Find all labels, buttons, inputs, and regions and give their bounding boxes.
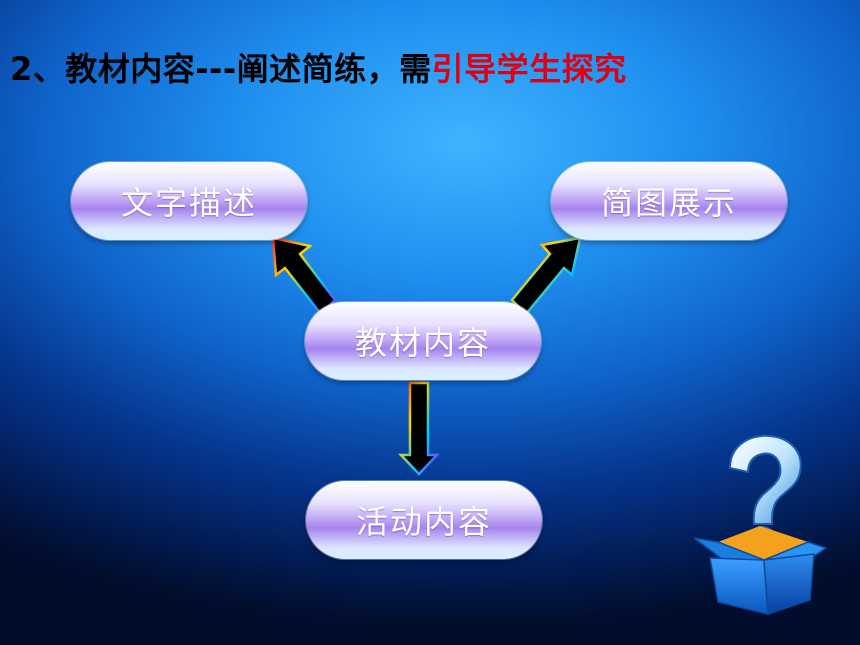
title-highlight: 引导学生探究	[431, 50, 627, 88]
title-prefix: 2、教材内容---阐述简练，需	[10, 50, 432, 88]
node-center-label: 教材内容	[354, 324, 491, 362]
slide-title: 2、教材内容---阐述简练，需引导学生探究	[10, 44, 627, 90]
node-center: 教材内容	[305, 302, 541, 380]
arrow-to-top-left	[271, 236, 337, 316]
node-top-left: 文字描述	[71, 162, 307, 240]
arrow-to-bottom	[398, 381, 440, 476]
node-bottom: 活动内容	[306, 481, 542, 559]
node-top-right-label: 简图展示	[600, 184, 737, 222]
node-top-right: 简图展示	[551, 162, 787, 240]
arrow-to-top-right	[510, 236, 582, 316]
node-top-left-label: 文字描述	[120, 184, 257, 222]
question-box-icon	[693, 434, 828, 616]
node-bottom-label: 活动内容	[355, 503, 492, 541]
